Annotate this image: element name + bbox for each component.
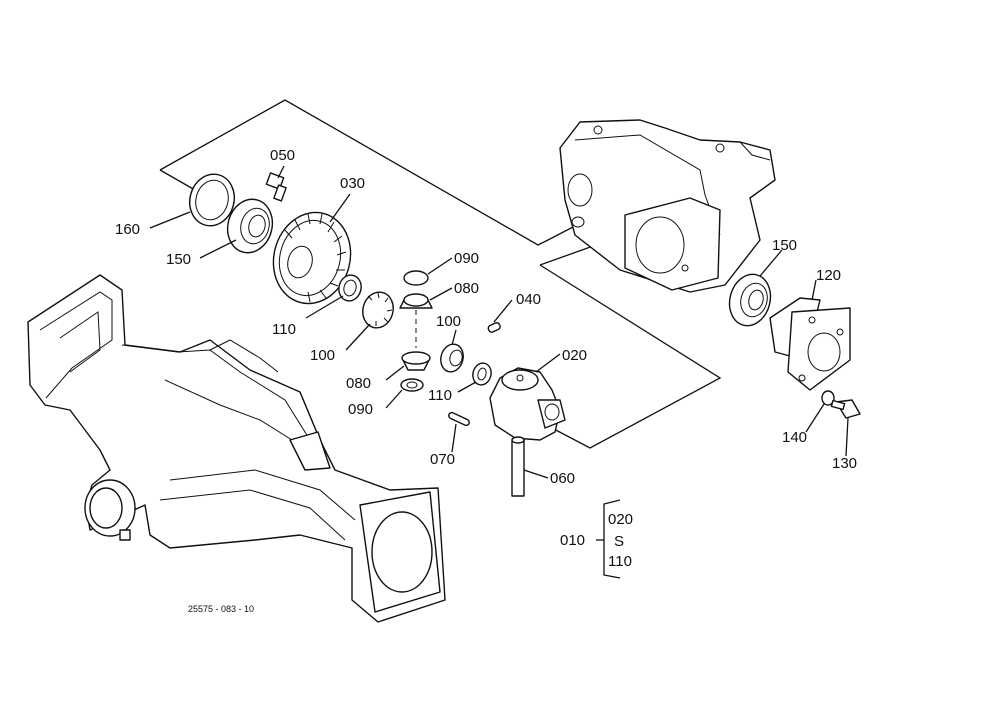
part-100-side-gear-right <box>440 343 464 373</box>
part-070-roll-pin <box>448 411 470 427</box>
part-160-seal <box>189 173 235 227</box>
part-120-flange <box>769 297 851 391</box>
part-080-pinion-top <box>399 293 433 309</box>
figure-code: 25575 - 083 - 10 <box>188 604 254 614</box>
callout-080-top: 080 <box>454 280 479 297</box>
group-to-110: 110 <box>608 553 632 570</box>
part-150-bearing-left <box>226 198 274 254</box>
callout-040: 040 <box>516 291 541 308</box>
part-130-bolt <box>830 399 861 419</box>
group-range-mark: S <box>614 533 624 550</box>
callout-150-right: 150 <box>772 237 797 254</box>
part-100-side-gear-left <box>362 291 394 329</box>
part-030-ring-gear <box>272 211 352 305</box>
part-060-shaft <box>511 436 525 497</box>
part-110-washer-left <box>338 274 362 302</box>
callout-090-top: 090 <box>454 250 479 267</box>
part-020-diff-case <box>489 367 566 441</box>
assembly-group: 010 020 S 110 <box>560 499 633 579</box>
leader-lines <box>149 165 849 479</box>
callout-070: 070 <box>430 451 455 468</box>
group-from-020: 020 <box>608 511 633 528</box>
callout-060: 060 <box>550 470 575 487</box>
callout-090-bottom: 090 <box>348 401 373 418</box>
part-040-pin <box>487 322 501 333</box>
callout-110-right: 110 <box>428 387 452 404</box>
callout-120: 120 <box>816 267 841 284</box>
callout-100-right: 100 <box>436 313 461 330</box>
callout-080-bottom: 080 <box>346 375 371 392</box>
part-050-bolt <box>265 172 287 202</box>
callout-030: 030 <box>340 175 365 192</box>
group-parent-010: 010 <box>560 532 585 549</box>
part-150-bearing-right <box>728 273 772 327</box>
callout-160: 160 <box>115 221 140 238</box>
callout-labels: 050 030 160 150 090 080 110 040 100 100 … <box>115 147 857 487</box>
callout-130: 130 <box>832 455 857 472</box>
callout-150-left: 150 <box>166 251 191 268</box>
callout-140: 140 <box>782 429 807 446</box>
callout-050: 050 <box>270 147 295 164</box>
part-080-pinion-bottom <box>401 351 431 371</box>
part-110-washer-right <box>472 362 492 386</box>
part-090-washer-bottom <box>400 378 424 392</box>
part-140-washer <box>821 390 835 406</box>
callout-110-left: 110 <box>272 321 296 338</box>
assembly-frame-line-lower <box>159 169 196 191</box>
callout-100-left: 100 <box>310 347 335 364</box>
axle-housing <box>27 274 446 623</box>
assembly-frame-right <box>539 264 722 449</box>
gear-case-housing <box>559 119 776 293</box>
callout-020: 020 <box>562 347 587 364</box>
part-090-washer-top <box>403 270 429 286</box>
